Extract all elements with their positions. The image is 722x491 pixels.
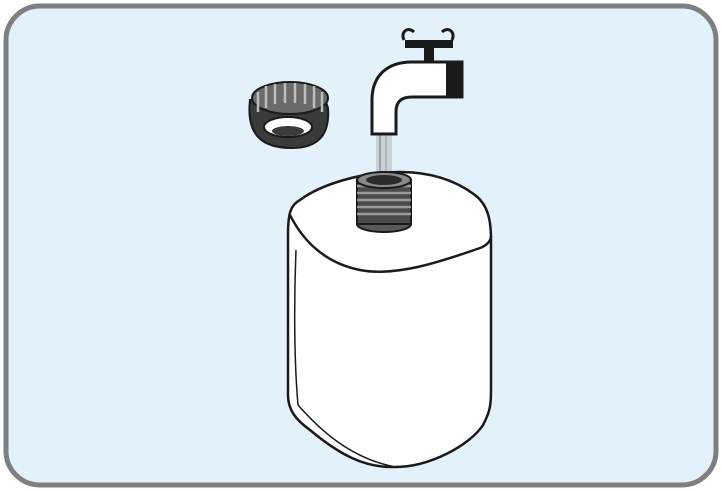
container-neck xyxy=(357,172,411,232)
bottle-cap-icon xyxy=(249,82,328,148)
